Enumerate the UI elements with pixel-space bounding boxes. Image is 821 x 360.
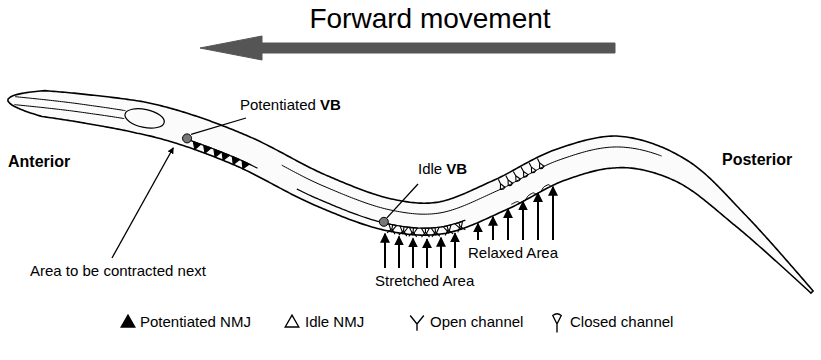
direction-arrow	[200, 36, 615, 60]
potentiated-nmj	[201, 145, 211, 154]
legend-text: Idle NMJ	[305, 313, 364, 331]
stretch-arrow	[454, 233, 456, 268]
stretch-arrow	[398, 236, 400, 268]
leader-line	[387, 184, 418, 218]
open-channel	[421, 228, 429, 237]
legend-text: Open channel	[430, 313, 523, 331]
relax-arrow	[492, 217, 494, 240]
closed-channel	[511, 170, 521, 182]
text-label: Idle VB	[418, 160, 467, 178]
potentiated-nmj-sample	[121, 315, 135, 327]
relax-arrow	[477, 223, 479, 240]
open-channel	[443, 225, 453, 236]
relax-arrow	[507, 209, 509, 240]
closed-channel-sample	[553, 314, 562, 333]
intestine-line	[282, 147, 662, 214]
closed-channel	[519, 166, 529, 178]
open-channel-sample	[410, 316, 424, 331]
closed-channel	[535, 157, 544, 169]
text-label: Stretched Area	[375, 272, 474, 290]
relax-arrow	[537, 193, 539, 240]
open-channel	[455, 221, 465, 232]
leader-line	[191, 118, 246, 134]
idle-nmj-sample	[285, 315, 299, 327]
open-channel	[409, 227, 418, 237]
text-label: Relaxed Area	[468, 244, 558, 262]
stretch-arrow	[384, 234, 386, 268]
worm-group	[8, 91, 813, 293]
legend	[121, 314, 561, 333]
text-label: Posterior	[722, 150, 792, 169]
relax-arrow	[522, 201, 524, 240]
body-wiggle	[511, 185, 550, 205]
pharynx-bulb	[123, 105, 166, 131]
potentiated-nmj	[239, 161, 249, 171]
closed-channel	[496, 178, 505, 190]
open-channel	[399, 226, 408, 236]
vb-cell-body	[183, 134, 192, 143]
pharynx-line	[14, 105, 124, 119]
pharynx-line	[15, 97, 126, 111]
text-label: Potentiated VB	[240, 96, 341, 114]
open-channel	[387, 224, 397, 234]
stretch-arrow	[412, 238, 414, 268]
potentiated-nmj	[211, 149, 221, 158]
relax-arrow	[552, 187, 554, 240]
leader-arrow	[112, 148, 173, 258]
open-channel	[431, 227, 440, 237]
text-label: Anterior	[8, 152, 70, 171]
legend-text: Closed channel	[570, 313, 673, 331]
stretch-arrow	[426, 239, 428, 268]
ventral-cord	[297, 189, 466, 228]
closed-channel	[527, 162, 537, 174]
text-label: Forward movement	[309, 2, 550, 36]
stretch-arrow	[440, 238, 442, 268]
potentiated-nmj	[191, 142, 201, 151]
legend-text: Potentiated NMJ	[140, 313, 251, 331]
closed-channel	[504, 174, 514, 186]
text-label: Area to be contracted next	[30, 262, 206, 280]
worm-body	[8, 91, 813, 293]
potentiated-nmj	[219, 152, 229, 161]
potentiated-nmj	[230, 156, 240, 166]
vb-cell-body	[379, 217, 388, 226]
